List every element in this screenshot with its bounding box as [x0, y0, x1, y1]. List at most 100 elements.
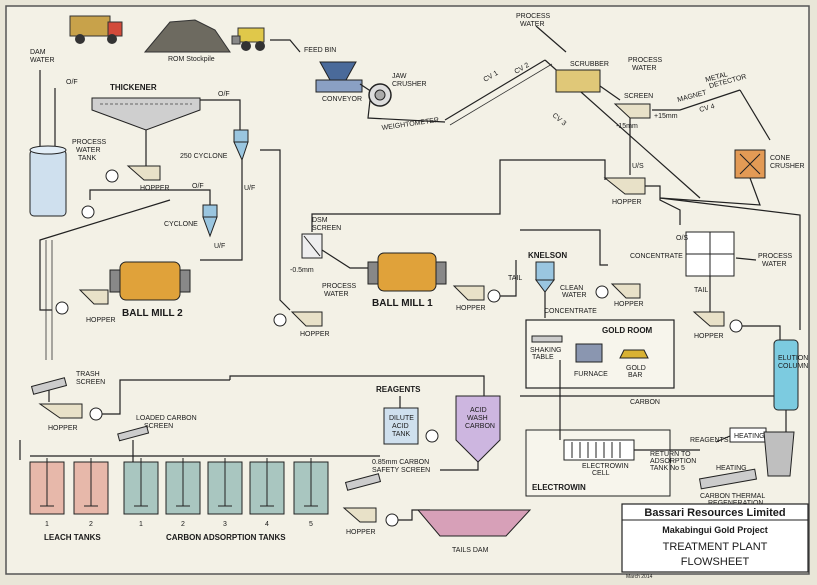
furnace-label: FURNACE [574, 371, 608, 378]
feed-bin: CONVEYOR [315, 61, 363, 103]
pump-icon [385, 513, 399, 527]
pump-icon [729, 319, 743, 333]
conveyor-label: CONVEYOR [322, 96, 362, 103]
tank-number: 1 [45, 521, 49, 528]
tails-dam: TAILS DAM [416, 509, 532, 554]
tank-number: 4 [265, 521, 269, 528]
pump-icon [273, 313, 287, 327]
tank-number: 3 [223, 521, 227, 528]
screen-label: SCREEN [624, 93, 653, 100]
agitator-icon [40, 458, 54, 507]
carbon-regeneration-kiln: CARBON THERMALREGENERATION [698, 431, 795, 507]
knelson-label: KNELSON [528, 251, 567, 260]
title-block: Bassari Resources Limited Makabingui Gol… [621, 503, 809, 580]
title-line-1: TREATMENT PLANT [663, 541, 768, 553]
tank-number: 5 [309, 521, 313, 528]
hopper-bm1: HOPPER [452, 285, 486, 312]
electrowin-cell [563, 439, 635, 461]
tail-right-label: TAIL [694, 287, 708, 294]
ball-mill-2-label: BALL MILL 2 [122, 308, 183, 319]
heating-box: HEATING [729, 427, 767, 443]
hopper-right: HOPPER [692, 311, 725, 340]
pump-icon [425, 429, 439, 443]
agitator-icon [260, 458, 274, 507]
loaded-carbon-screen [117, 425, 150, 442]
reagents-label: REAGENTS [376, 385, 421, 394]
cyclone-250: 250 CYCLONE [180, 129, 249, 162]
plus15mm-label: +15mm [654, 113, 678, 120]
project-name: Makabingui Gold Project [662, 525, 768, 535]
hopper-safety-label: HOPPER [346, 529, 376, 536]
scrubber-label: SCRUBBER [570, 61, 609, 68]
pump-icon [55, 301, 69, 315]
uf-cyc-label: U/F [214, 243, 225, 250]
pump-icon [89, 407, 103, 421]
pump-icon [81, 205, 95, 219]
screen-right [685, 231, 735, 277]
tank-number: 2 [89, 521, 93, 528]
os-label: O/S [676, 235, 688, 242]
of-left-label: O/F [66, 79, 78, 86]
hopper-table-label: HOPPER [614, 301, 644, 308]
tails-dam-label: TAILS DAM [452, 547, 489, 554]
knelson-concentrator [535, 261, 555, 293]
reagents2-label: REAGENTS [690, 437, 729, 444]
concentrate-kn-label: CONCENTRATE [544, 308, 597, 315]
hopper-dsm-label: HOPPER [300, 331, 330, 338]
date-label: March 2014 [626, 574, 653, 580]
electrowin-label: ELECTROWIN [532, 483, 586, 492]
thickener-label: THICKENER [110, 83, 157, 92]
agitator-icon [304, 458, 318, 507]
minus15mm-label: -15mm [616, 123, 638, 130]
gold-bar-icon [619, 349, 649, 359]
hopper-right-label: HOPPER [694, 333, 724, 340]
heating-label: HEATING [734, 433, 765, 440]
hopper-dsm: HOPPER [290, 311, 330, 338]
cyclone: CYCLONE [164, 204, 218, 238]
furnace [575, 343, 603, 363]
haul-truck-icon [69, 15, 123, 44]
hopper-bm2-label: HOPPER [86, 317, 116, 324]
company-name: Bassari Resources Limited [644, 507, 785, 519]
feed-bin-label: FEED BIN [304, 47, 336, 54]
tail-kn-label: TAIL [508, 275, 522, 282]
tank-number: 2 [181, 521, 185, 528]
trash-screen [30, 377, 68, 395]
cv4-label: CV 4 [699, 103, 716, 114]
agitator-icon [134, 458, 148, 507]
heating2-label: HEATING [716, 465, 747, 472]
carbon-safety-screen [344, 473, 382, 491]
hopper-trash-label: HOPPER [48, 425, 78, 432]
dsm-screen [301, 233, 323, 259]
thickener [91, 97, 201, 131]
pump-icon [105, 169, 119, 183]
process-water-tank [29, 145, 67, 217]
uf-250-label: U/F [244, 185, 255, 192]
of-right-label: O/F [218, 91, 230, 98]
us-label: U/S [632, 163, 644, 170]
hopper-main: HOPPER [603, 177, 646, 206]
of-cyclone-label: O/F [192, 183, 204, 190]
hopper-table: HOPPER [610, 283, 644, 308]
